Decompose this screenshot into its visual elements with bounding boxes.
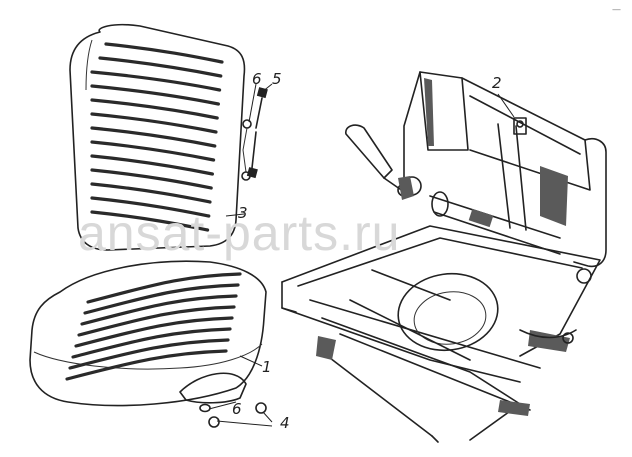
seat-cushion (29, 260, 267, 407)
seat-cushion-rib (77, 305, 236, 337)
seat-back-rib (90, 210, 210, 232)
seat-cushion-rib (71, 327, 232, 359)
seat-back-rib (104, 42, 224, 64)
callout-2: 2 (492, 74, 502, 92)
seat-cushion-ribs (65, 272, 242, 381)
washer-part-6-lower (199, 403, 211, 413)
seat-cushion-rib (68, 338, 230, 370)
callout-3: 3 (238, 204, 248, 222)
leader-lines (208, 83, 515, 427)
callout-4: 4 (280, 414, 290, 432)
seat-back-rib (90, 98, 219, 120)
seat-back-rib (90, 140, 216, 162)
callout-1: 1 (262, 358, 272, 376)
seat-back-rib (90, 84, 220, 106)
seat-cushion-rib (65, 349, 228, 381)
callout-5: 5 (272, 70, 282, 88)
seat-cushion-rib (74, 316, 234, 348)
seat-frame-assembly (281, 71, 607, 443)
nut-part-4 (208, 402, 267, 428)
seat-back-rib (98, 56, 223, 78)
watermark-text: ansat-parts.ru (78, 205, 400, 261)
callout-6-upper: 6 (252, 70, 262, 88)
adjust-lever-handle (345, 124, 422, 200)
seat-back-rib (90, 182, 212, 204)
seat-back-rib (90, 112, 218, 134)
corner-mark: — (612, 5, 621, 15)
seat-back-rib (90, 126, 217, 148)
seat-back-cushion (69, 23, 246, 251)
seat-back-rib (90, 196, 211, 218)
seat-back-ribs (90, 42, 224, 232)
seat-cushion-rib (80, 294, 238, 326)
washer-part-6-upper (241, 119, 252, 181)
bolt-part-5 (246, 87, 268, 179)
seat-cushion-rib (83, 283, 240, 315)
seat-cushion-rib (86, 272, 242, 304)
seat-back-rib (90, 154, 214, 176)
seat-back-rib (90, 70, 222, 92)
callout-6-lower: 6 (232, 400, 242, 418)
seat-back-rib (90, 168, 213, 190)
